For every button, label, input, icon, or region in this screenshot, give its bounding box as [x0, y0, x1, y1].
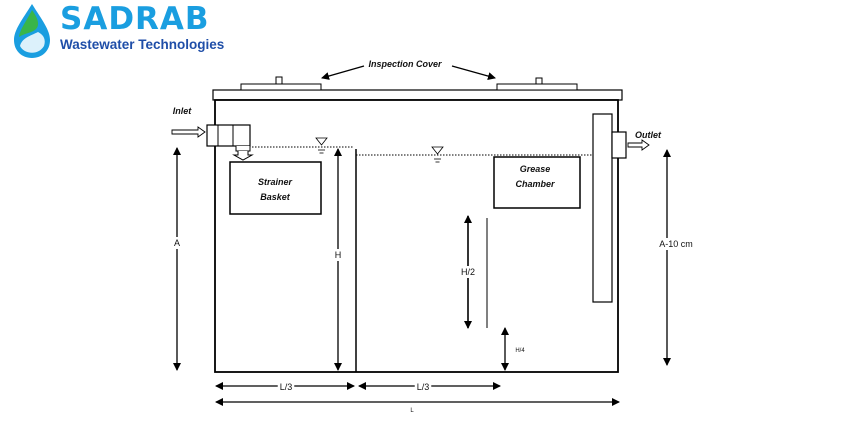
grease-chamber-label-line1: Grease — [520, 164, 551, 174]
inlet-label: Inlet — [173, 106, 193, 116]
dimension-l-label-bg — [408, 407, 417, 415]
inlet-arrow — [171, 126, 206, 138]
tank-body — [214, 99, 619, 373]
inspection-cover-left — [240, 83, 322, 91]
tank-lid — [212, 89, 623, 101]
cover-handle-left — [275, 76, 283, 85]
cover-pointer-right — [451, 65, 496, 80]
dimension-h-label-bg — [332, 249, 344, 261]
grease-chamber — [493, 156, 581, 209]
inspection-cover-right — [496, 83, 578, 91]
inlet-flow-arrow — [232, 151, 254, 161]
outlet-pipe — [611, 131, 627, 159]
strainer-basket-label-line2: Basket — [260, 192, 291, 202]
strainer-basket-label-line1: Strainer — [258, 177, 293, 187]
strainer-basket — [229, 161, 322, 215]
brand-subtitle: Wastewater Technologies — [60, 37, 225, 52]
inspection-cover-label: Inspection Cover — [368, 59, 442, 69]
dimension-h-half-label-bg — [458, 266, 478, 278]
water-level-icon — [431, 146, 444, 163]
dimension-l-third-left-label-bg — [277, 381, 295, 393]
grease-chamber-label-line2: Chamber — [515, 179, 555, 189]
dimension-a-label: A — [174, 238, 180, 248]
brand-name: SADRAB — [60, 1, 210, 37]
outlet-label: Outlet — [635, 130, 662, 140]
cover-pointer-left — [321, 65, 365, 80]
dimension-h-half-label: H/2 — [461, 267, 475, 277]
outlet-arrow — [627, 139, 650, 151]
water-drop-logo-icon — [14, 4, 50, 58]
dimension-a-minus-label: A-10 cm — [659, 239, 693, 249]
dimension-h-quarter-label: H/4 — [515, 348, 525, 354]
cover-handle-right — [535, 77, 543, 85]
dimension-h-label: H — [335, 250, 342, 260]
dimension-l-third-right-label: L/3 — [417, 382, 430, 392]
inlet-pipe — [206, 124, 251, 147]
dimension-a-minus-label-bg — [657, 238, 695, 250]
water-level-icon — [315, 137, 328, 154]
dimension-a-label-bg — [171, 237, 183, 249]
brand-block: SADRAB Wastewater Technologies — [60, 3, 224, 53]
outlet-tee-pipe — [592, 113, 613, 303]
dimension-l-third-right-label-bg — [414, 381, 432, 393]
dimension-l-third-left-label: L/3 — [280, 382, 293, 392]
dimension-l-label: L — [410, 408, 414, 414]
